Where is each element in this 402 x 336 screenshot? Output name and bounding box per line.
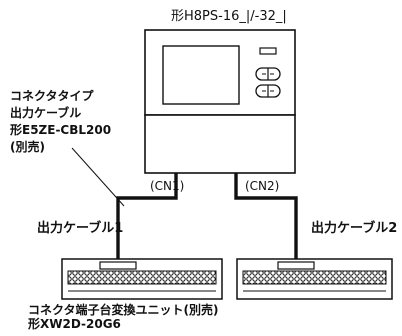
cable-leader-line (71, 147, 125, 207)
cable-type-line-2: 出力ケーブル (10, 106, 82, 120)
output-cable-2 (234, 173, 298, 262)
device-button-lower (255, 84, 281, 98)
cn1-label: (CN1) (150, 179, 185, 193)
terminal-unit-line-2: 形XW2D-20G6 (28, 317, 121, 331)
terminal-unit-2 (236, 258, 393, 300)
h8ps-device (144, 29, 296, 174)
terminal-unit-caption: コネクタ端子台変換ユニット(別売) 形XW2D-20G6 (28, 303, 219, 331)
cn2-label: (CN2) (245, 179, 280, 193)
terminal-unit-1 (61, 258, 223, 300)
device-model-label: 形H8PS-16_|/-32_| (171, 9, 287, 24)
cable-type-line-3: 形E5ZE-CBL200 (10, 123, 112, 137)
output-cable-1 (116, 173, 178, 262)
output-cable-2-label: 出力ケーブル2 (311, 221, 398, 236)
cable-type-line-1: コネクタタイプ (10, 89, 94, 103)
device-display (162, 45, 240, 105)
cable-type-line-4: (別売) (10, 140, 45, 154)
output-cable-1-label: 出力ケーブル1 (37, 221, 124, 236)
device-lower-body (144, 114, 296, 174)
terminal-block-2 (242, 270, 387, 285)
device-button-upper (255, 67, 281, 81)
terminal-unit-line-1: コネクタ端子台変換ユニット(別売) (28, 303, 219, 317)
terminal-block-1 (67, 270, 217, 285)
cable-type-label: コネクタタイプ 出力ケーブル 形E5ZE-CBL200 (別売) (10, 88, 111, 156)
device-indicator (259, 47, 277, 55)
